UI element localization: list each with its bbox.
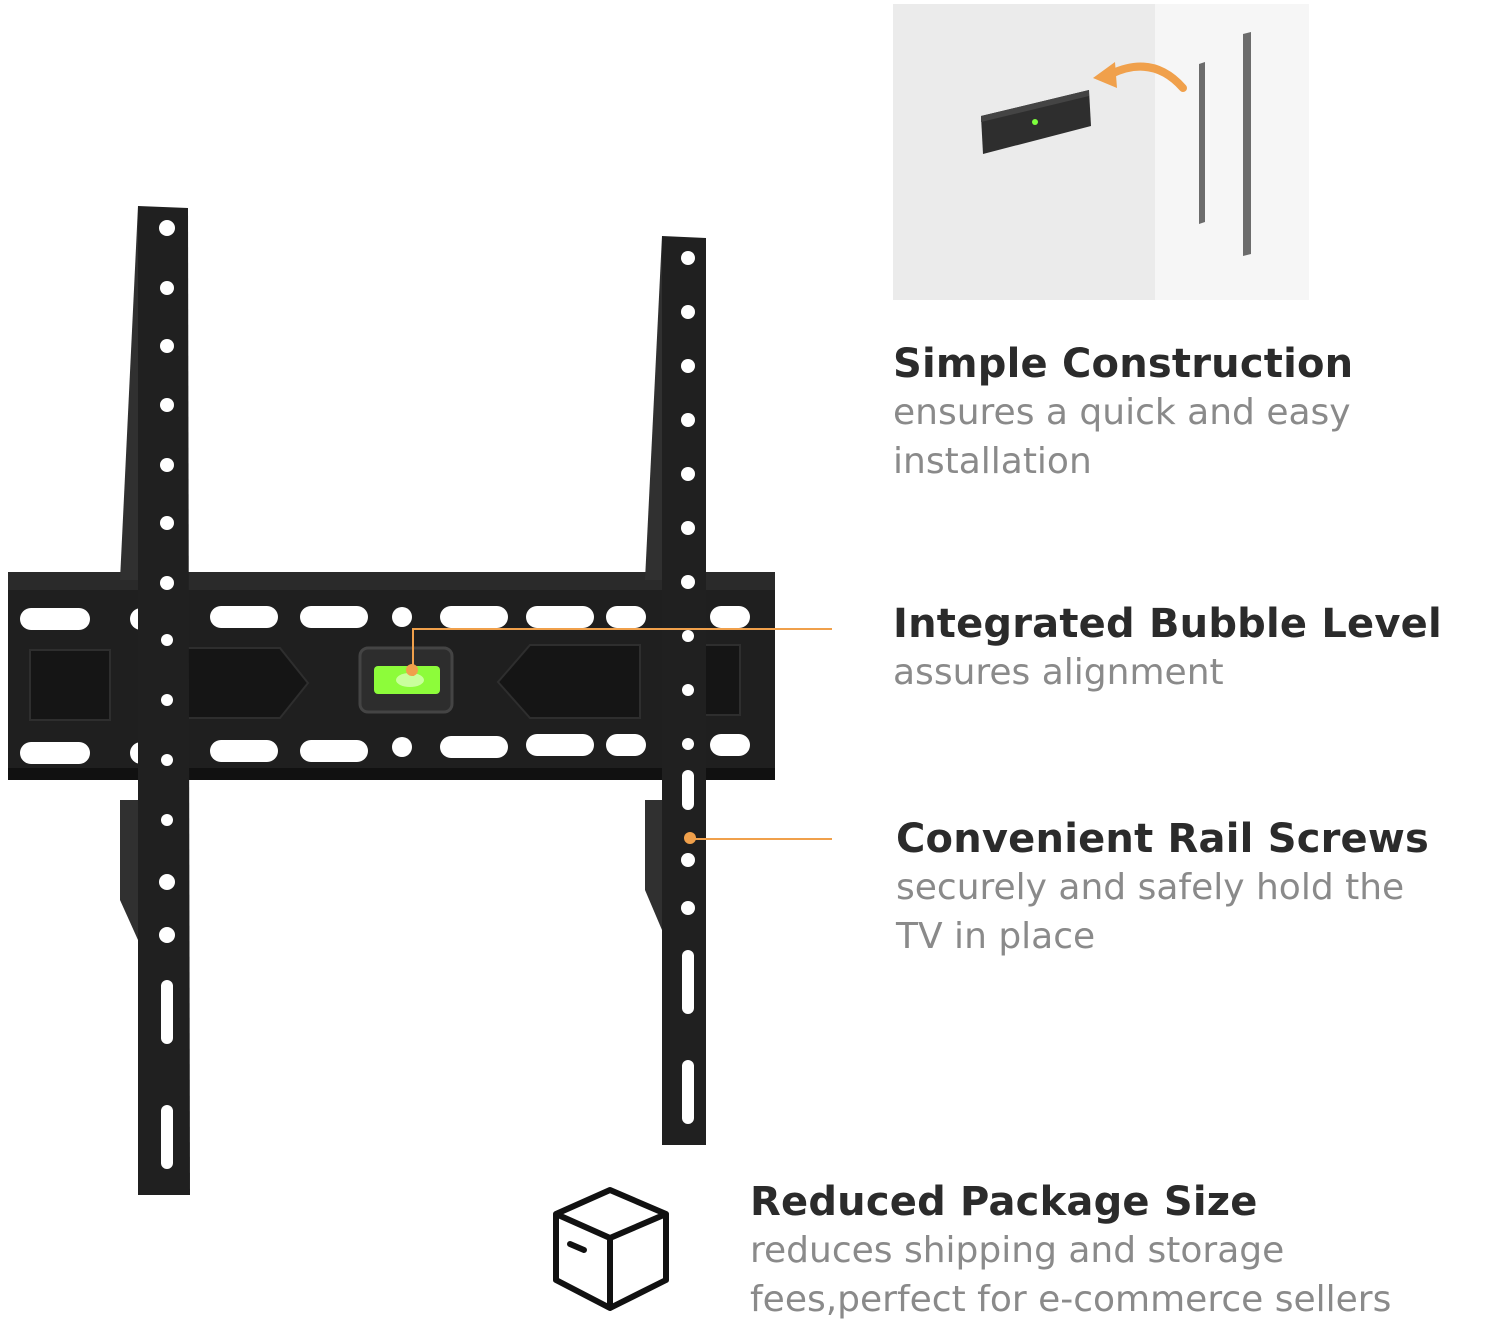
bubble-level-callout-leader bbox=[412, 628, 414, 676]
feature-desc-line: securely and safely hold the bbox=[896, 867, 1405, 908]
feature-package-size: Reduced Package Size reduces shipping an… bbox=[750, 1178, 1391, 1324]
feature-desc-line: TV in place bbox=[896, 916, 1096, 957]
bubble-level-callout-dot bbox=[406, 664, 418, 676]
feature-simple-construction: Simple Construction ensures a quick and … bbox=[893, 340, 1353, 486]
feature-desc-line: fees,perfect for e-commerce sellers bbox=[750, 1279, 1392, 1320]
rail-screw-callout-line bbox=[690, 838, 832, 840]
bubble-level-callout-line bbox=[412, 628, 832, 630]
left-vertical-arm bbox=[120, 206, 190, 1195]
package-box-icon bbox=[553, 1187, 669, 1311]
bubble-level bbox=[358, 646, 454, 714]
feature-title: Simple Construction bbox=[893, 341, 1354, 387]
feature-bubble-level: Integrated Bubble Level assures alignmen… bbox=[893, 600, 1442, 697]
feature-title: Integrated Bubble Level bbox=[893, 601, 1442, 647]
rail-screw-callout-dot bbox=[684, 832, 696, 844]
feature-desc-line: reduces shipping and storage bbox=[750, 1230, 1285, 1271]
feature-desc-line: assures alignment bbox=[893, 652, 1224, 693]
feature-desc-line: ensures a quick and easy bbox=[893, 392, 1351, 433]
installation-inset-image bbox=[893, 4, 1309, 300]
feature-title: Convenient Rail Screws bbox=[896, 816, 1430, 862]
right-vertical-arm bbox=[645, 236, 706, 1145]
feature-title: Reduced Package Size bbox=[750, 1179, 1258, 1225]
tv-mount-illustration bbox=[8, 206, 775, 1195]
curved-arrow-icon bbox=[1093, 62, 1187, 92]
feature-desc-line: installation bbox=[893, 441, 1092, 482]
feature-rail-screws: Convenient Rail Screws securely and safe… bbox=[896, 815, 1429, 961]
